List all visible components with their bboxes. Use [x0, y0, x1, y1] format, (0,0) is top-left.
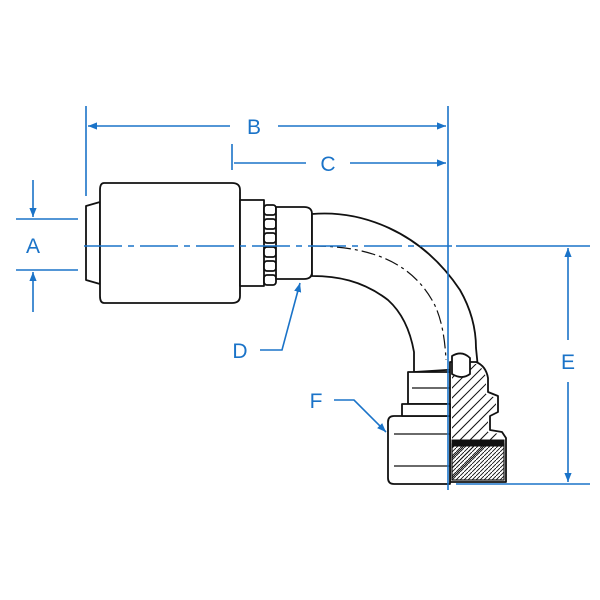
swivel-nut	[387, 415, 451, 485]
crimp-ridges	[263, 204, 277, 286]
dim-f-leader	[334, 399, 387, 433]
dim-d-label: D	[232, 340, 247, 363]
ferrule-shell	[99, 182, 241, 304]
dim-d-leader	[260, 282, 302, 351]
neck	[275, 206, 313, 280]
dim-e-label: E	[561, 351, 575, 374]
thread-band	[451, 443, 505, 481]
dim-b-label: B	[247, 116, 261, 139]
fitting-drawing	[85, 182, 507, 485]
dim-a-label: A	[26, 235, 40, 258]
o-ring-detail	[451, 352, 471, 378]
crimp-collar	[239, 199, 265, 287]
dim-c-label: C	[320, 153, 335, 176]
dimension-overlay: B C A E D F	[16, 106, 590, 490]
hose-stub	[85, 201, 101, 285]
dim-f-label: F	[310, 390, 323, 413]
bent-tube	[311, 212, 479, 373]
